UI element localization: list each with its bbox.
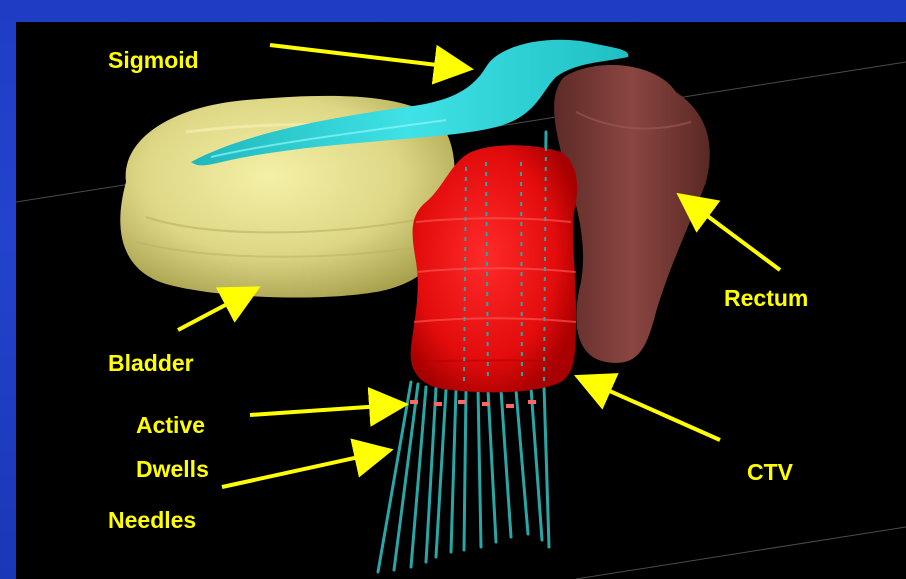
label-sigmoid: Sigmoid [108, 49, 199, 72]
dwell-marker [482, 402, 490, 406]
needle [531, 388, 542, 540]
label-bladder: Bladder [108, 352, 194, 375]
needle [478, 388, 481, 547]
needle [451, 390, 456, 552]
needle [464, 390, 466, 550]
label-dwells: Dwells [136, 458, 209, 481]
needle [436, 390, 446, 557]
rectum-shape [554, 65, 710, 363]
needle [516, 390, 528, 534]
label-ctv: CTV [747, 461, 793, 484]
dwell-marker [410, 400, 418, 404]
dwell-marker [506, 404, 514, 408]
needle [426, 388, 436, 562]
label-active: Active [136, 414, 205, 437]
needle [488, 390, 496, 542]
dwell-marker [434, 402, 442, 406]
dwell-marker [458, 400, 466, 404]
grid-line [576, 527, 906, 579]
label-rectum: Rectum [724, 287, 808, 310]
label-needles: Needles [108, 509, 196, 532]
dwell-marker [528, 400, 536, 404]
needle [501, 390, 511, 537]
needle [544, 386, 549, 547]
